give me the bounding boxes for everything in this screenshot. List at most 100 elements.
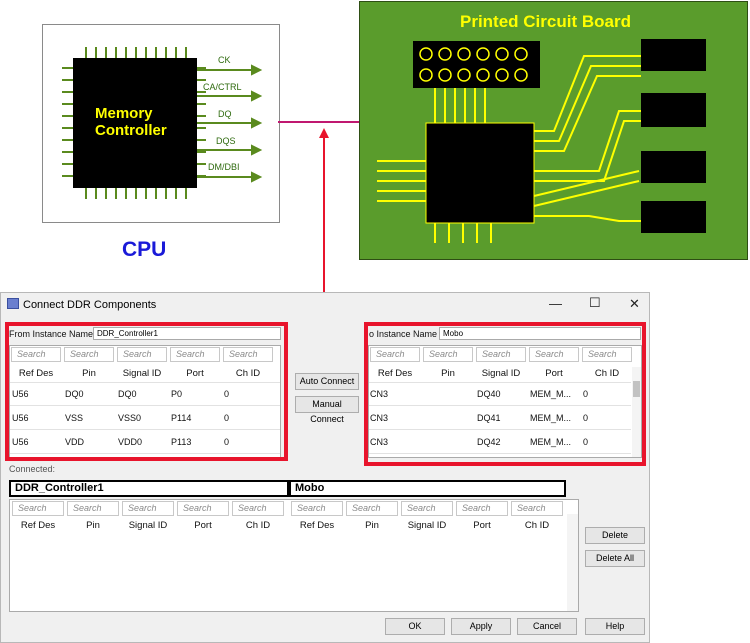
conn-col-pin-left[interactable]: Pin — [86, 520, 100, 531]
chip-label-line1: Memory — [95, 105, 153, 122]
to-row1-port[interactable]: MEM_M... — [530, 389, 572, 399]
to-header-line — [369, 382, 631, 383]
to-search-port[interactable]: Search — [529, 347, 579, 362]
manual-connect-button[interactable]: Manual Connect — [295, 396, 359, 424]
from-col-signal[interactable]: Signal ID — [122, 368, 162, 379]
from-row2-port[interactable]: P114 — [171, 413, 192, 423]
to-row1-refdes[interactable]: CN3 — [370, 389, 389, 399]
to-row2-port[interactable]: MEM_M... — [530, 413, 572, 423]
from-row1-chid[interactable]: 0 — [224, 389, 230, 399]
to-row2-signal[interactable]: DQ41 — [477, 413, 501, 423]
memory-controller-chip — [73, 58, 197, 188]
close-button[interactable]: ✕ — [629, 296, 640, 311]
pcb-chip — [425, 122, 535, 224]
maximize-button[interactable]: ☐ — [589, 295, 601, 310]
to-row1-chid[interactable]: 0 — [583, 389, 589, 399]
from-col-pin[interactable]: Pin — [82, 368, 96, 379]
to-instance-field[interactable]: Mobo — [439, 327, 641, 340]
from-instance-label: From Instance Name — [9, 329, 94, 339]
conn-col-refdes-right[interactable]: Ref Des — [299, 520, 335, 531]
apply-button[interactable]: Apply — [451, 618, 511, 635]
conn-search-3[interactable]: Search — [122, 501, 174, 516]
from-search-chid[interactable]: Search — [223, 347, 273, 362]
to-col-port[interactable]: Port — [545, 368, 563, 379]
from-row1-pin[interactable]: DQ0 — [65, 389, 84, 399]
pcb-module-3 — [641, 151, 706, 183]
conn-search-9[interactable]: Search — [456, 501, 508, 516]
from-col-refdes[interactable]: Ref Des — [18, 368, 54, 379]
cancel-button[interactable]: Cancel — [517, 618, 577, 635]
signal-ck: CK — [218, 55, 231, 65]
conn-col-refdes-left[interactable]: Ref Des — [20, 520, 56, 531]
from-row2-chid[interactable]: 0 — [224, 413, 230, 423]
conn-search-2[interactable]: Search — [67, 501, 119, 516]
to-row3-port[interactable]: MEM_M... — [530, 437, 572, 447]
from-row1-port[interactable]: P0 — [171, 389, 183, 399]
from-row3-chid[interactable]: 0 — [224, 437, 230, 447]
from-row3-pin[interactable]: VDD — [65, 437, 85, 447]
to-row3-chid[interactable]: 0 — [583, 437, 589, 447]
to-row3-signal[interactable]: DQ42 — [477, 437, 501, 447]
from-col-port[interactable]: Port — [186, 368, 204, 379]
delete-button[interactable]: Delete — [585, 527, 645, 544]
from-row-line — [10, 453, 280, 454]
to-search-pin[interactable]: Search — [423, 347, 473, 362]
help-button[interactable]: Help — [585, 618, 645, 635]
from-search-port[interactable]: Search — [170, 347, 220, 362]
delete-all-button[interactable]: Delete All — [585, 550, 645, 567]
to-scrollbar-thumb[interactable] — [633, 381, 640, 397]
diagram-svg — [62, 47, 360, 292]
to-row-line — [369, 429, 631, 430]
conn-search-4[interactable]: Search — [177, 501, 229, 516]
to-highlight-box — [364, 322, 646, 466]
from-row3-port[interactable]: P113 — [171, 437, 192, 447]
pcb-module-4 — [641, 201, 706, 233]
conn-search-1[interactable]: Search — [12, 501, 64, 516]
conn-search-6[interactable]: Search — [291, 501, 343, 516]
to-row1-signal[interactable]: DQ40 — [477, 389, 501, 399]
connected-right-header: Mobo — [289, 480, 566, 497]
to-search-refdes[interactable]: Search — [370, 347, 420, 362]
conn-col-port-left[interactable]: Port — [194, 520, 212, 531]
from-row2-signal[interactable]: VSS0 — [118, 413, 142, 423]
from-row1-refdes[interactable]: U56 — [12, 389, 29, 399]
conn-search-10[interactable]: Search — [511, 501, 563, 516]
to-col-pin[interactable]: Pin — [441, 368, 455, 379]
conn-search-8[interactable]: Search — [401, 501, 453, 516]
from-instance-field[interactable]: DDR_Controller1 — [93, 327, 281, 340]
from-col-chid[interactable]: Ch ID — [235, 368, 261, 379]
from-highlight-box — [5, 322, 288, 461]
ok-button[interactable]: OK — [385, 618, 445, 635]
conn-col-port-right[interactable]: Port — [473, 520, 491, 531]
from-row3-refdes[interactable]: U56 — [12, 437, 29, 447]
from-search-signal[interactable]: Search — [117, 347, 167, 362]
conn-col-pin-right[interactable]: Pin — [365, 520, 379, 531]
conn-col-chid-left[interactable]: Ch ID — [245, 520, 271, 531]
conn-search-5[interactable]: Search — [232, 501, 284, 516]
from-row2-refdes[interactable]: U56 — [12, 413, 29, 423]
to-instance-label: o Instance Name — [369, 329, 438, 339]
from-row1-signal[interactable]: DQ0 — [118, 389, 137, 399]
pcb-title: Printed Circuit Board — [460, 12, 631, 31]
conn-col-signal-right[interactable]: Signal ID — [407, 520, 447, 531]
connected-scrollbar[interactable] — [567, 514, 578, 611]
to-row3-refdes[interactable]: CN3 — [370, 437, 389, 447]
to-search-signal[interactable]: Search — [476, 347, 526, 362]
to-scrollbar[interactable] — [632, 367, 641, 457]
from-row3-signal[interactable]: VDD0 — [118, 437, 143, 447]
from-row2-pin[interactable]: VSS — [65, 413, 84, 423]
from-search-refdes[interactable]: Search — [11, 347, 61, 362]
to-col-chid[interactable]: Ch ID — [594, 368, 620, 379]
to-row2-refdes[interactable]: CN3 — [370, 413, 389, 423]
conn-search-7[interactable]: Search — [346, 501, 398, 516]
conn-col-chid-right[interactable]: Ch ID — [524, 520, 550, 531]
pcb-module-1 — [641, 39, 706, 71]
to-col-signal[interactable]: Signal ID — [481, 368, 521, 379]
to-col-refdes[interactable]: Ref Des — [377, 368, 413, 379]
minimize-button[interactable]: — — [549, 296, 562, 311]
from-search-pin[interactable]: Search — [64, 347, 114, 362]
auto-connect-button[interactable]: Auto Connect — [295, 373, 359, 390]
to-row2-chid[interactable]: 0 — [583, 413, 589, 423]
to-search-chid[interactable]: Search — [582, 347, 632, 362]
conn-col-signal-left[interactable]: Signal ID — [128, 520, 168, 531]
